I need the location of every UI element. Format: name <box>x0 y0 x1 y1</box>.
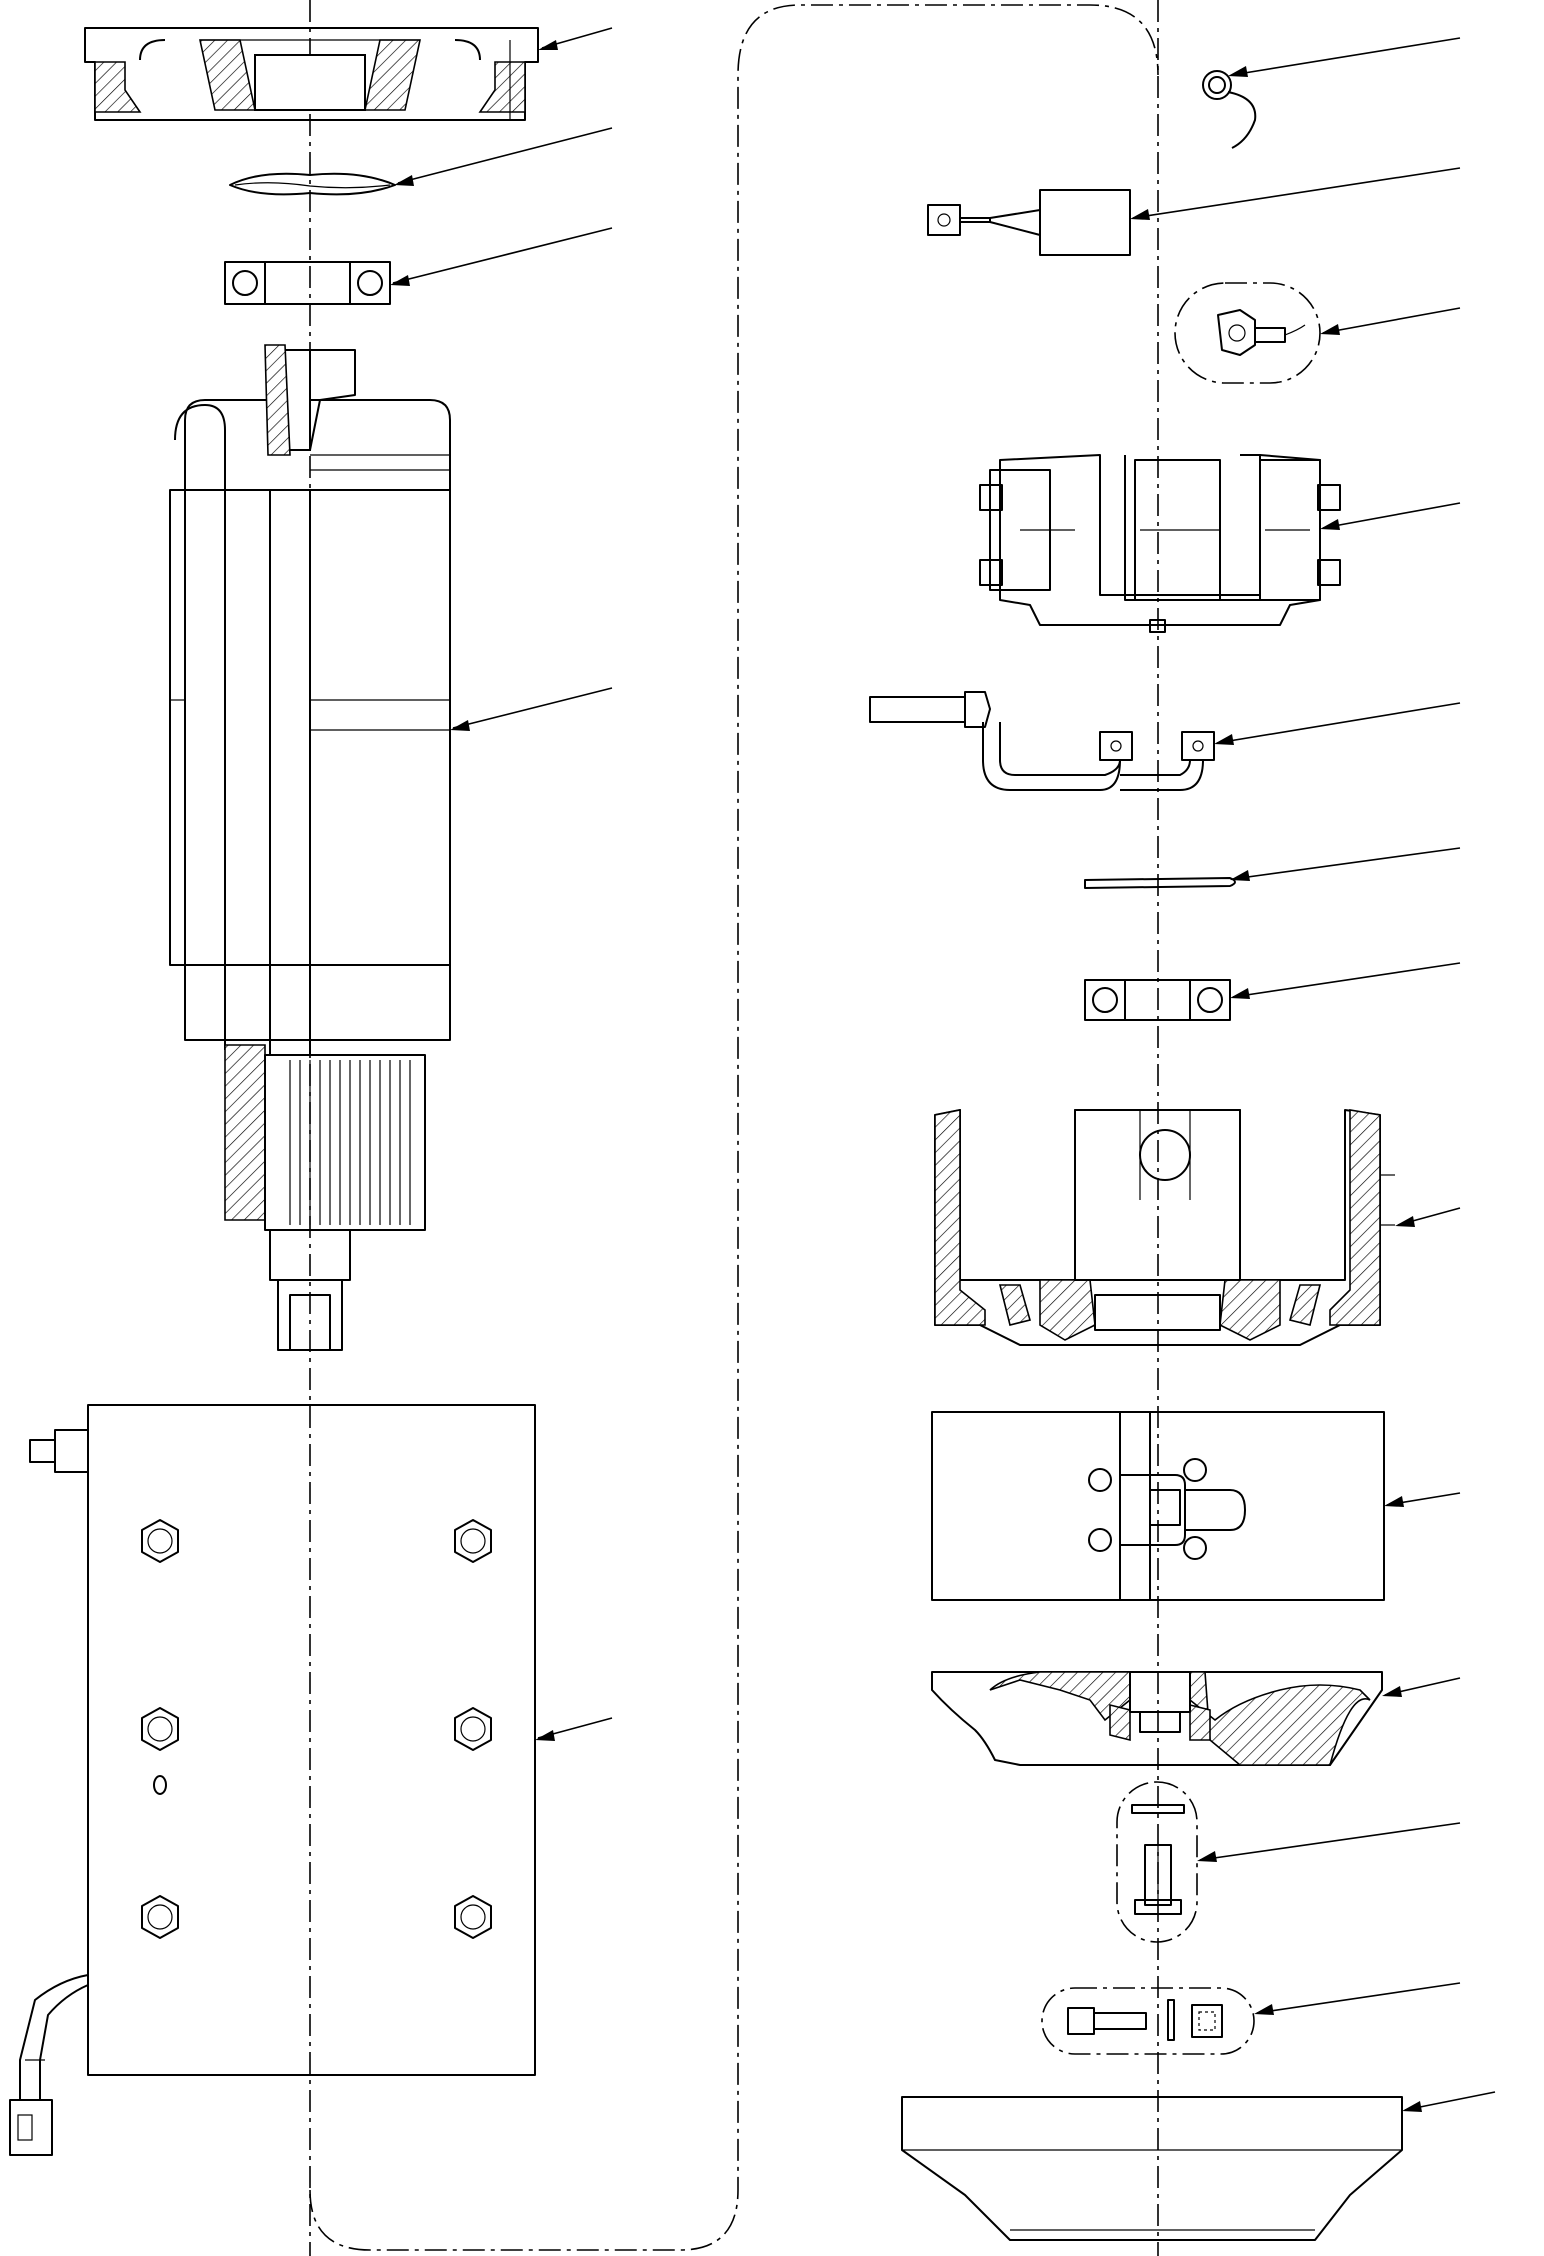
base-plate-assembly <box>9 1404 536 2156</box>
leader-lead-wire <box>1214 702 1461 745</box>
lower-bearing <box>1084 979 1231 1021</box>
leader-motor-armature <box>450 687 613 731</box>
leader-carbon-brush <box>1130 167 1461 220</box>
leader-base-plate <box>535 1717 613 1741</box>
motor-armature-assembly <box>169 344 451 1351</box>
hex-bolt <box>454 1895 492 1939</box>
leader-base-cover <box>1402 2091 1496 2112</box>
leader-wave-washer <box>394 127 613 186</box>
lead-wire <box>869 691 1215 791</box>
hex-bolt <box>454 1707 492 1751</box>
dashed-boundary <box>309 4 1159 2251</box>
carbon-brush <box>927 189 1131 256</box>
hex-bolt <box>454 1519 492 1563</box>
leader-terminal-detail <box>1320 307 1461 335</box>
wave-washer <box>229 172 396 196</box>
bolt-nut-detail <box>1041 1987 1255 2055</box>
fan-hub <box>931 1671 1383 1766</box>
leader-motor-housing <box>1395 1207 1461 1227</box>
armature-teeth <box>289 1060 411 1225</box>
terminal-detail <box>1174 282 1321 384</box>
leader-brush-spring <box>1228 37 1461 77</box>
leader-fan-hub <box>1382 1677 1461 1697</box>
end-cap <box>84 27 539 121</box>
hex-bolt <box>141 1895 179 1939</box>
brush-spring <box>1202 70 1257 149</box>
leader-screw-detail <box>1197 1822 1461 1862</box>
motor-housing <box>934 1109 1395 1346</box>
leader-upper-bearing <box>390 227 613 286</box>
shim-washer <box>1084 877 1236 889</box>
leader-shim-washer <box>1230 847 1461 881</box>
hex-bolt <box>141 1707 179 1751</box>
leader-bolt-nut-detail <box>1254 1982 1461 2015</box>
upper-bearing <box>224 261 391 305</box>
leader-cover-plate <box>1384 1492 1461 1507</box>
leader-lower-bearing <box>1230 962 1461 999</box>
screw-detail <box>1116 1781 1198 1943</box>
base-cover <box>901 2096 1403 2241</box>
brush-holder <box>979 454 1341 633</box>
leader-brush-holder <box>1320 502 1461 530</box>
hex-bolt <box>141 1519 179 1563</box>
leader-end-cap <box>538 27 613 50</box>
